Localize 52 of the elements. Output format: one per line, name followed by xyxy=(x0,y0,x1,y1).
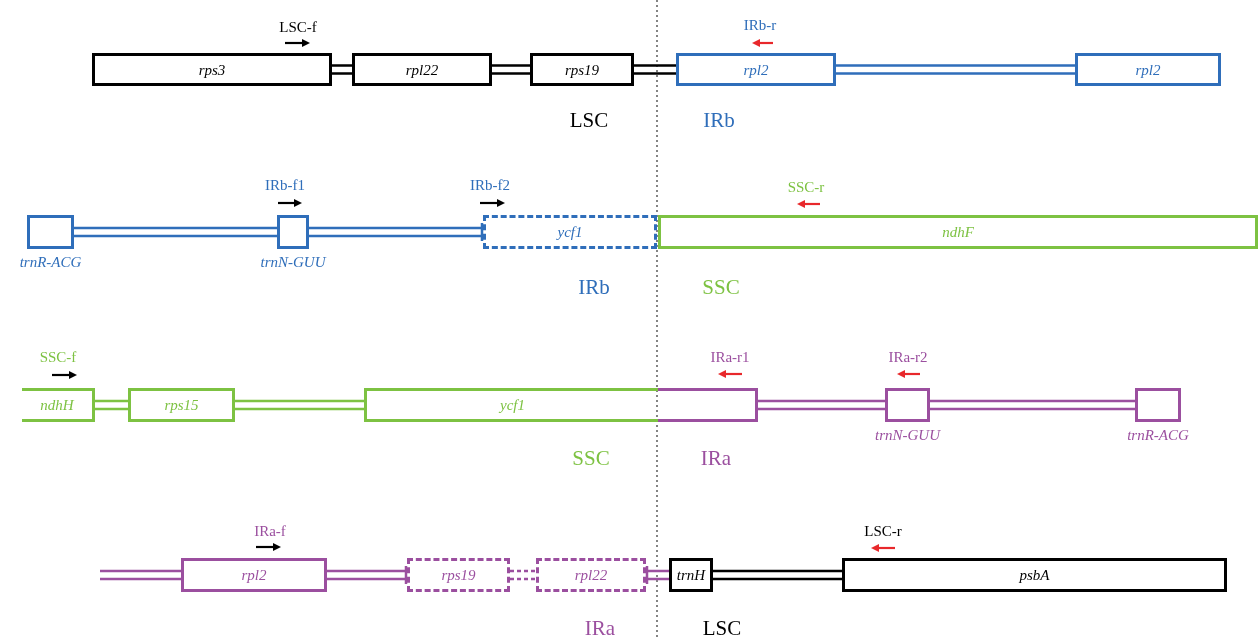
intergenic-line xyxy=(711,569,844,581)
gene-name: ndhF xyxy=(942,223,974,241)
primer-label: IRb-f2 xyxy=(470,177,510,194)
region-label: IRa xyxy=(700,446,732,471)
primer-label: IRa-r2 xyxy=(888,349,928,366)
intergenic-line xyxy=(233,399,366,411)
primer-label: IRa-r1 xyxy=(710,349,750,366)
gene-name: ndhH xyxy=(40,396,74,414)
gene-name: rpl2 xyxy=(743,60,769,79)
gene-name: psbA xyxy=(1019,566,1050,584)
gene-name: ycf1 xyxy=(557,223,583,241)
intergenic-line xyxy=(644,564,671,586)
gene-name: rps3 xyxy=(198,60,226,79)
intergenic-line xyxy=(632,64,678,75)
region-label: SSC xyxy=(702,275,740,300)
intergenic-line xyxy=(330,64,354,75)
intergenic-line xyxy=(756,399,887,411)
gene-name: rpl2 xyxy=(241,566,267,584)
gene-name: ycf1 xyxy=(500,396,525,414)
primer-label: SSC-r xyxy=(787,179,825,196)
gene-name: trnH xyxy=(676,566,706,584)
intergenic-line xyxy=(490,64,532,75)
primer-label: SSC-f xyxy=(39,349,77,366)
gene-name: rpl2 xyxy=(1135,60,1161,79)
gene-name: trnR-ACG xyxy=(19,253,82,271)
gene-name: rps19 xyxy=(564,60,600,79)
region-label: IRb xyxy=(578,275,610,300)
primer-label: IRa-f xyxy=(254,523,286,540)
gene-name: trnR-ACG xyxy=(1127,426,1189,444)
intergenic-line xyxy=(72,226,279,238)
primer-label: LSC-f xyxy=(279,19,317,36)
region-label: LSC xyxy=(569,108,609,133)
region-label: IRb xyxy=(703,108,735,133)
region-label: SSC xyxy=(572,446,610,471)
intergenic-line xyxy=(834,64,1077,75)
intergenic-line xyxy=(508,569,538,581)
intergenic-line xyxy=(98,569,183,581)
region-label: LSC xyxy=(702,616,742,639)
gene-name: rps15 xyxy=(164,396,199,414)
gene-name: rpl22 xyxy=(574,566,608,584)
intergenic-line xyxy=(307,221,485,243)
primer-label: LSC-r xyxy=(864,523,902,540)
region-label: IRa xyxy=(584,616,616,639)
primer-label: IRb-f1 xyxy=(265,177,305,194)
primer-label: IRb-r xyxy=(743,17,777,34)
gene-name: trnN-GUU xyxy=(875,426,940,444)
gene-name: rpl22 xyxy=(405,60,439,79)
intergenic-line xyxy=(928,399,1137,411)
intergenic-line xyxy=(325,564,409,586)
intergenic-line xyxy=(93,399,130,411)
gene-name: trnN-GUU xyxy=(260,253,326,271)
gene-name: rps19 xyxy=(441,566,476,584)
